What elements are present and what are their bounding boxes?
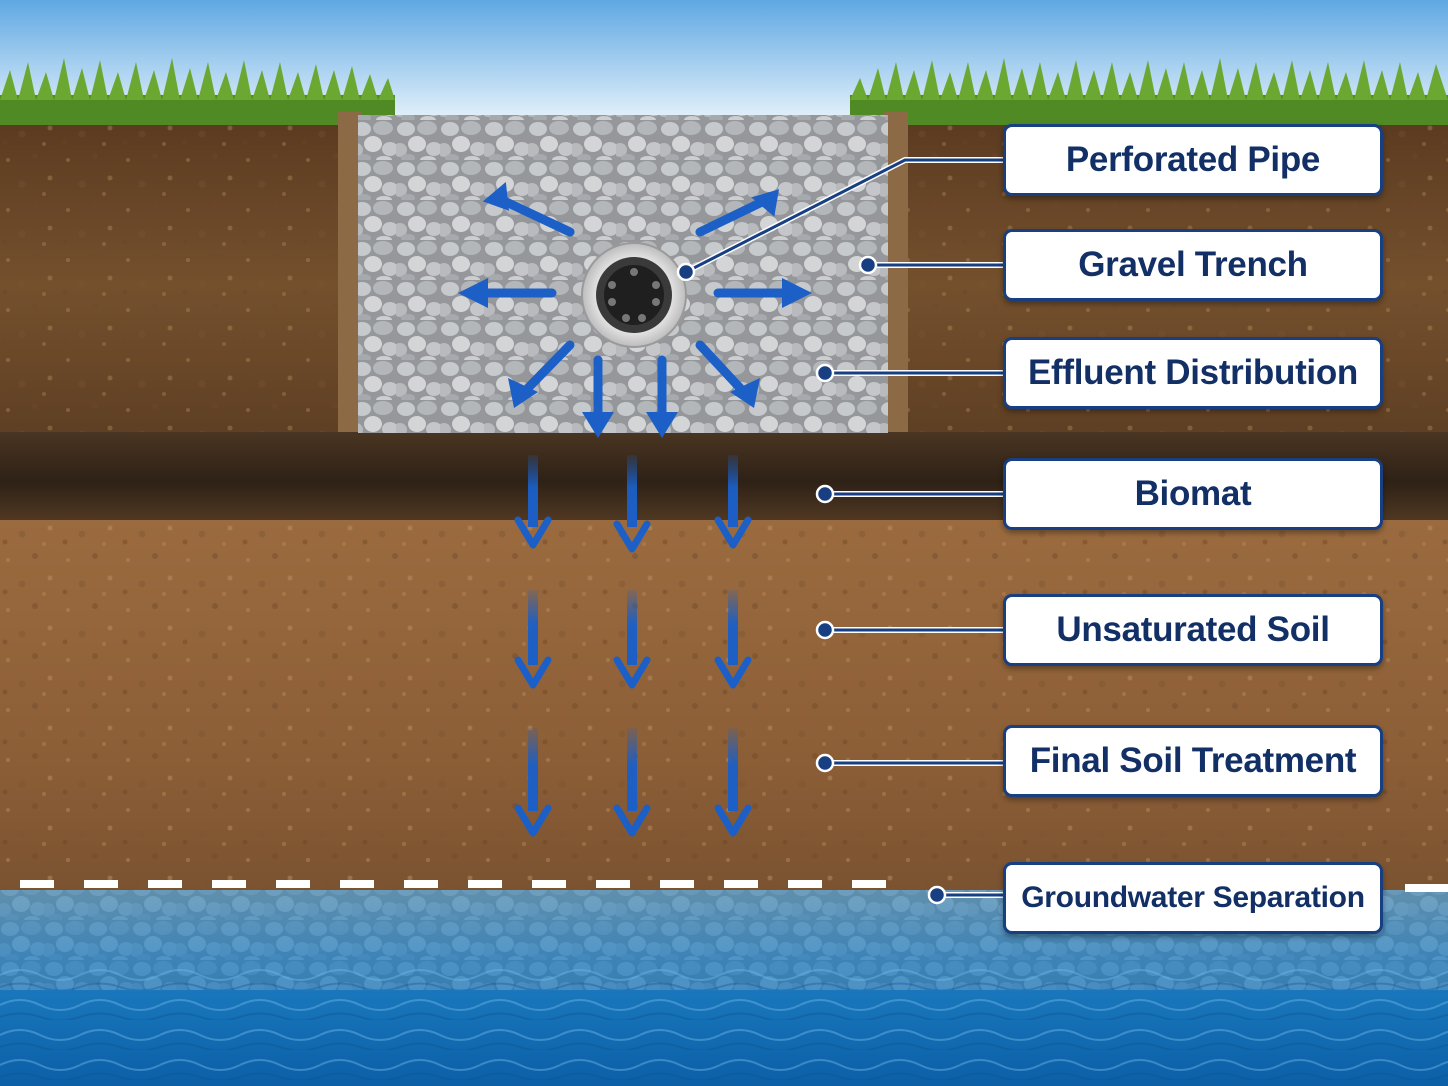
grass-right <box>850 58 1448 125</box>
label-groundwater-separation: Groundwater Separation <box>1003 862 1383 934</box>
effluent-distribution-arrows <box>458 182 812 438</box>
label-effluent-distribution: Effluent Distribution <box>1003 337 1383 409</box>
groundwater-separation-line <box>20 880 1448 892</box>
label-gravel-trench: Gravel Trench <box>1003 229 1383 301</box>
label-final-soil-treatment: Final Soil Treatment <box>1003 725 1383 797</box>
grass-left <box>0 58 395 125</box>
label-biomat: Biomat <box>1003 458 1383 530</box>
label-unsaturated-soil: Unsaturated Soil <box>1003 594 1383 666</box>
downward-flow-arrows <box>514 455 752 837</box>
perforated-pipe <box>581 242 687 348</box>
leader-lines <box>676 157 1003 905</box>
label-perforated-pipe: Perforated Pipe <box>1003 124 1383 196</box>
